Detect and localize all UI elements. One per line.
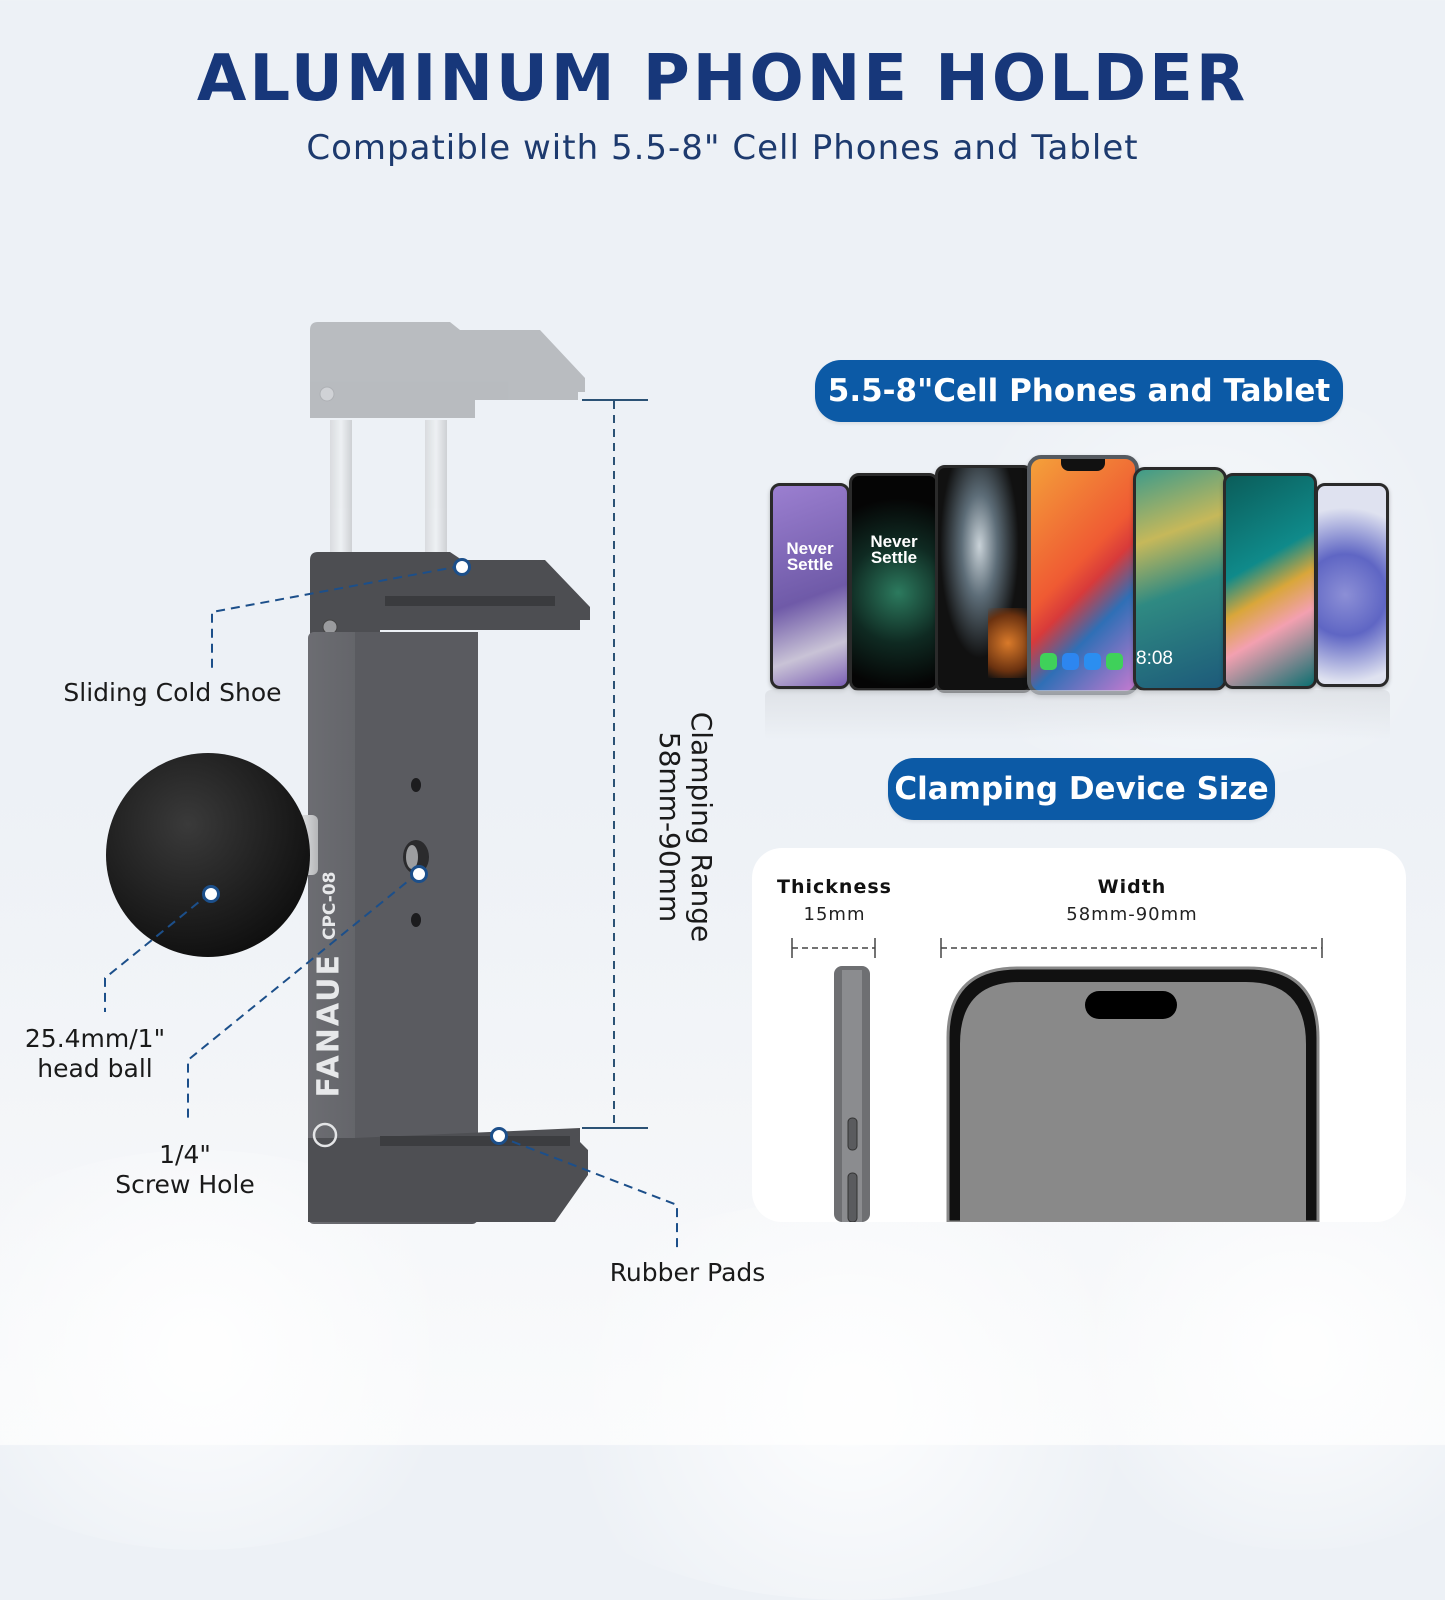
phone-reflection xyxy=(765,690,1390,740)
phone-notch xyxy=(1061,459,1105,471)
cold-shoe-marker xyxy=(453,558,471,576)
screw-hole-size: 1/4" xyxy=(159,1140,211,1169)
width-value: 58mm-90mm xyxy=(1066,904,1198,925)
screw-hole-label: 1/4" Screw Hole xyxy=(100,1140,270,1200)
phone-screen-text: Never Settle xyxy=(870,532,918,567)
page-title: ALUMINUM PHONE HOLDER xyxy=(196,42,1249,116)
phone-app-icon xyxy=(1105,653,1123,670)
dimension-lines xyxy=(791,938,1323,1222)
sliding-cold-shoe-label: Sliding Cold Shoe xyxy=(63,678,282,707)
phone-wallpaper-accent xyxy=(988,608,1028,678)
phone-holder-illustration xyxy=(106,322,590,1224)
safari-app-icon xyxy=(1083,653,1101,670)
clamping-range-annotation: Clamping Range 58mm-90mm xyxy=(653,672,718,982)
mail-app-icon xyxy=(1061,653,1079,670)
thickness-label: Thickness xyxy=(777,876,892,898)
callout-leader-lines xyxy=(104,399,678,1252)
phone-galaxy-white xyxy=(1315,483,1389,687)
head-ball-size: 25.4mm/1" xyxy=(24,1024,166,1053)
compatibility-badge: 5.5-8"Cell Phones and Tablet xyxy=(815,360,1343,422)
phone-huawei: 8:08 xyxy=(1133,467,1227,691)
phone-oneplus-purple: Never Settle xyxy=(770,483,850,689)
extended-top-clamp xyxy=(310,322,585,555)
page-subtitle: Compatible with 5.5-8" Cell Phones and T… xyxy=(306,128,1139,168)
width-spec: Width 58mm-90mm xyxy=(1012,876,1252,925)
phone-oneplus-black: Never Settle xyxy=(849,473,939,691)
phone-iphone xyxy=(1027,455,1139,695)
phone-clock-text: 8:08 xyxy=(1136,648,1173,669)
phone-dock xyxy=(1037,653,1125,675)
device-size-card: Thickness 15mm Width 58mm-90mm xyxy=(752,848,1406,1222)
head-ball-marker xyxy=(202,885,220,903)
width-label: Width xyxy=(1097,876,1167,898)
clamping-range-label: Clamping Range xyxy=(685,711,718,943)
rubber-pads-label: Rubber Pads xyxy=(609,1258,766,1287)
head-ball-label: 25.4mm/1" head ball xyxy=(10,1024,180,1084)
thickness-spec: Thickness 15mm xyxy=(772,876,897,925)
rubber-pads-marker xyxy=(490,1127,508,1145)
phone-lineup-image: Never Settle Never Settle 8:08 xyxy=(765,455,1390,695)
thickness-value: 15mm xyxy=(803,904,866,925)
clamping-device-size-badge: Clamping Device Size xyxy=(888,758,1275,820)
screw-hole-marker xyxy=(410,865,428,883)
screw-hole-text: Screw Hole xyxy=(115,1170,255,1199)
phone-screen-text: Never Settle xyxy=(786,539,834,574)
messages-app-icon xyxy=(1039,653,1057,670)
clamping-range-value: 58mm-90mm xyxy=(653,731,686,923)
phone-galaxy-black xyxy=(935,465,1033,693)
phone-oppo xyxy=(1223,473,1317,689)
head-ball-text: head ball xyxy=(37,1054,153,1083)
